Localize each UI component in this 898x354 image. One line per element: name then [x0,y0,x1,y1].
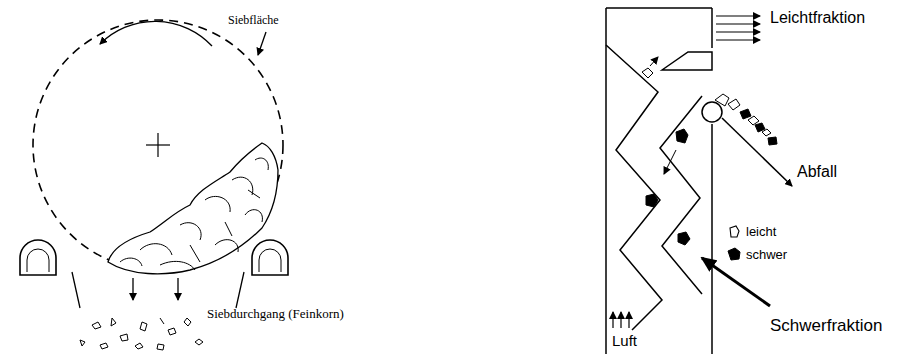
legend-light-label: leicht [746,225,776,239]
legend-heavy-label: schwer [746,248,787,262]
zigzag-air-classifier [606,8,792,354]
waste-label: Abfall [797,163,837,181]
air-label: Luft [612,333,637,350]
fines-label: Siebdurchgang (Feinkorn) [207,307,344,321]
light-fraction-label: Leichtfraktion [770,9,865,27]
trommel-screen [20,20,288,350]
screen-surface-label: Siebfläche [228,14,279,27]
heavy-fraction-label: Schwerfraktion [770,317,882,336]
